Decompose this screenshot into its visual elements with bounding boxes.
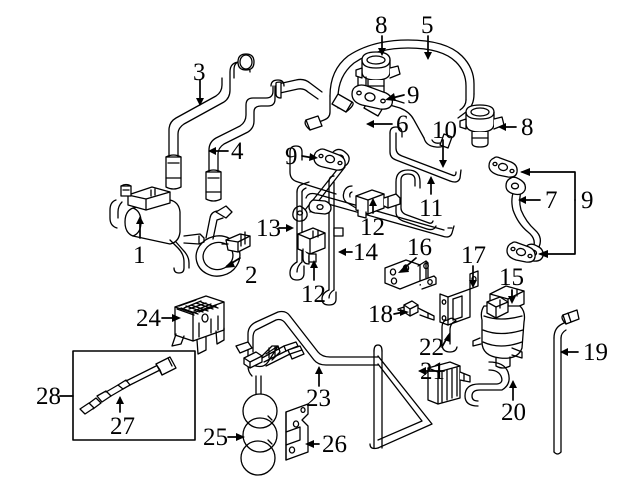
part-23-purge-line	[247, 310, 433, 450]
callout-24[interactable]: 24	[136, 305, 161, 332]
callout-9-right[interactable]: 9	[581, 187, 594, 214]
callout-9-left[interactable]: 9	[285, 143, 298, 170]
callout-13[interactable]: 13	[256, 215, 281, 242]
callout-7[interactable]: 7	[545, 187, 558, 214]
part-10-air-tube-long	[389, 126, 462, 183]
callout-28[interactable]: 28	[36, 383, 61, 410]
part-22-short-hose	[441, 317, 458, 353]
part-16-mounting-bracket	[384, 259, 437, 290]
callout-14[interactable]: 14	[353, 239, 378, 266]
part-20-curved-hose	[464, 361, 510, 407]
part-14-vacuum-rod-right	[308, 175, 344, 306]
part-15-air-pump	[472, 285, 526, 369]
part-4-vacuum-hose-lower	[205, 79, 285, 202]
callout-8-left[interactable]: 8	[375, 12, 388, 39]
callout-10[interactable]: 10	[432, 117, 457, 144]
part-12a-solenoid-valve-upper	[342, 185, 401, 219]
callout-23[interactable]: 23	[306, 385, 331, 412]
part-24-relay-module	[171, 295, 225, 355]
part-12b-solenoid-valve-lower	[297, 227, 326, 265]
callout-3[interactable]: 3	[193, 59, 206, 86]
callout-1[interactable]: 1	[133, 242, 146, 269]
part-8b-egr-valve-right	[459, 104, 505, 148]
callout-9-upper[interactable]: 9	[407, 82, 420, 109]
callout-17[interactable]: 17	[461, 242, 486, 269]
callout-25[interactable]: 25	[203, 424, 228, 451]
callout-6[interactable]: 6	[396, 111, 409, 138]
part-2-pump-bracket	[195, 205, 251, 277]
part-26-canister-bracket	[285, 403, 309, 461]
callout-21[interactable]: 21	[420, 358, 445, 385]
callout-12-upper[interactable]: 12	[360, 214, 385, 241]
part-3-vacuum-hose-upper	[165, 53, 255, 190]
part-25-charcoal-canister	[235, 341, 305, 476]
callout-11[interactable]: 11	[419, 195, 444, 222]
callout-16[interactable]: 16	[407, 234, 432, 261]
callout-22[interactable]: 22	[419, 334, 444, 361]
part-9c-gasket-pair-right	[488, 156, 536, 263]
callout-19[interactable]: 19	[583, 339, 608, 366]
part-1-vacuum-pump	[109, 183, 205, 274]
part-21-check-valve	[427, 361, 471, 405]
callout-20[interactable]: 20	[501, 399, 526, 426]
callout-5[interactable]: 5	[421, 12, 434, 39]
callout-4[interactable]: 4	[231, 138, 244, 165]
part-27-oxygen-sensor	[79, 356, 177, 415]
part-17-support-bracket	[439, 270, 479, 326]
callout-15[interactable]: 15	[499, 264, 524, 291]
part-19-long-tube	[553, 309, 580, 455]
callout-8-right[interactable]: 8	[521, 114, 534, 141]
callout-18[interactable]: 18	[368, 301, 393, 328]
callout-26[interactable]: 26	[322, 431, 347, 458]
part-9a-gasket-upper	[351, 84, 394, 110]
callout-27[interactable]: 27	[110, 413, 135, 440]
part-11-air-tube-short	[395, 169, 437, 231]
callout-12-lower[interactable]: 12	[301, 281, 326, 308]
callout-2[interactable]: 2	[245, 262, 258, 289]
